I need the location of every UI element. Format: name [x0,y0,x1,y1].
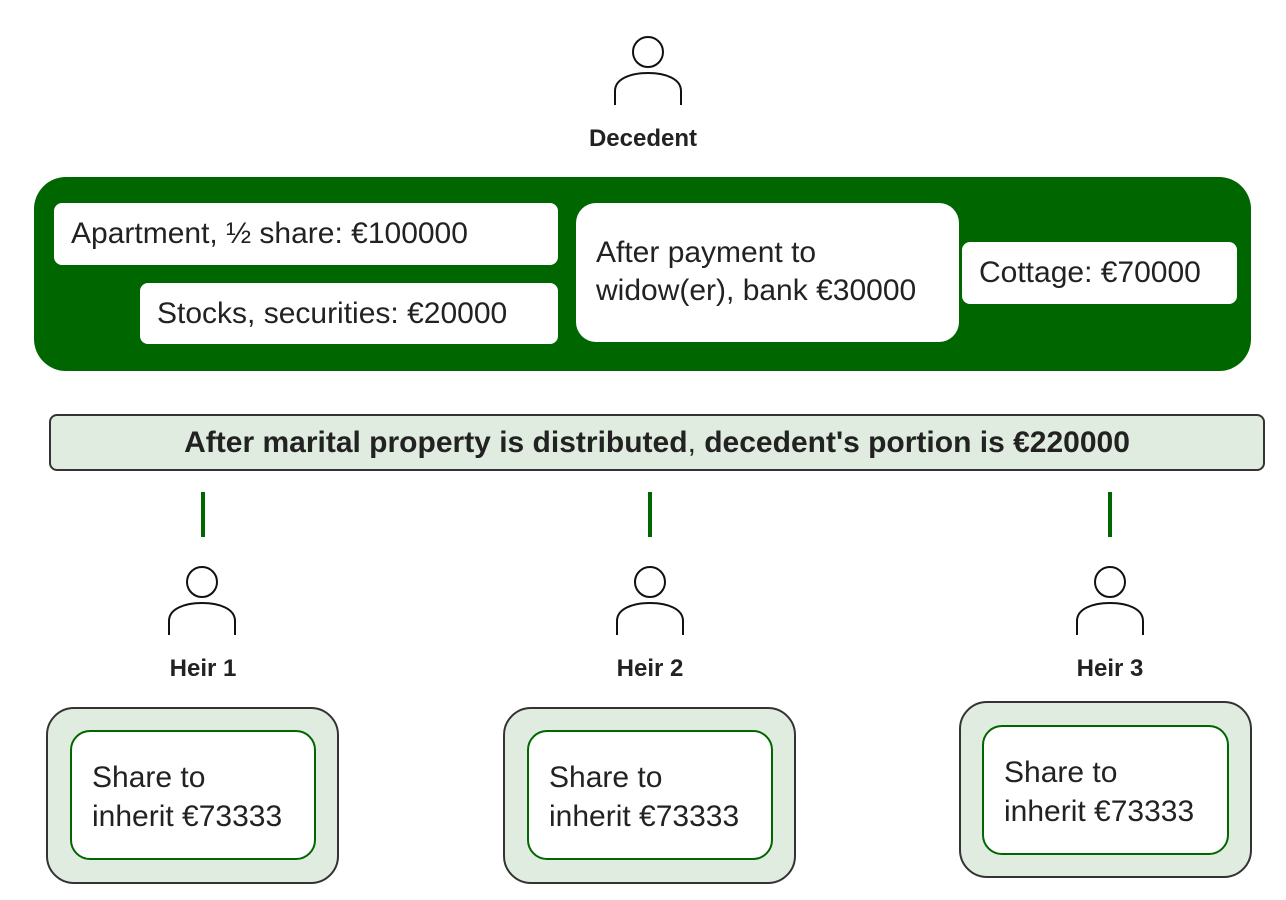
heir-2-person-icon [614,565,686,637]
summary-part-1: After marital property is distributed [184,425,688,459]
heir-3-share-text: Share to inherit €73333 [982,725,1229,855]
heir-2-share-text: Share to inherit €73333 [527,730,773,860]
heir-2-label: Heir 2 [616,655,684,682]
heir-1-label: Heir 1 [169,655,237,682]
connector-heir-2 [648,492,652,537]
connector-heir-1 [201,492,205,537]
decedent-label: Decedent [588,125,698,152]
asset-apartment: Apartment, ½ share: €100000 [54,203,558,265]
heir-1-person-icon [166,565,238,637]
summary-part-2: decedent's portion is €220000 [704,425,1130,459]
asset-stocks: Stocks, securities: €20000 [140,283,558,344]
asset-bank: After payment to widow(er), bank €30000 [576,203,959,342]
asset-cottage: Cottage: €70000 [962,242,1237,304]
decedent-portion-summary: After marital property is distributed, d… [49,414,1265,471]
heir-3-label: Heir 3 [1076,655,1144,682]
heir-1-share-text: Share to inherit €73333 [70,730,316,860]
heir-3-person-icon [1074,565,1146,637]
summary-separator: , [687,425,705,459]
decedent-person-icon [612,35,684,107]
connector-heir-3 [1108,492,1112,537]
